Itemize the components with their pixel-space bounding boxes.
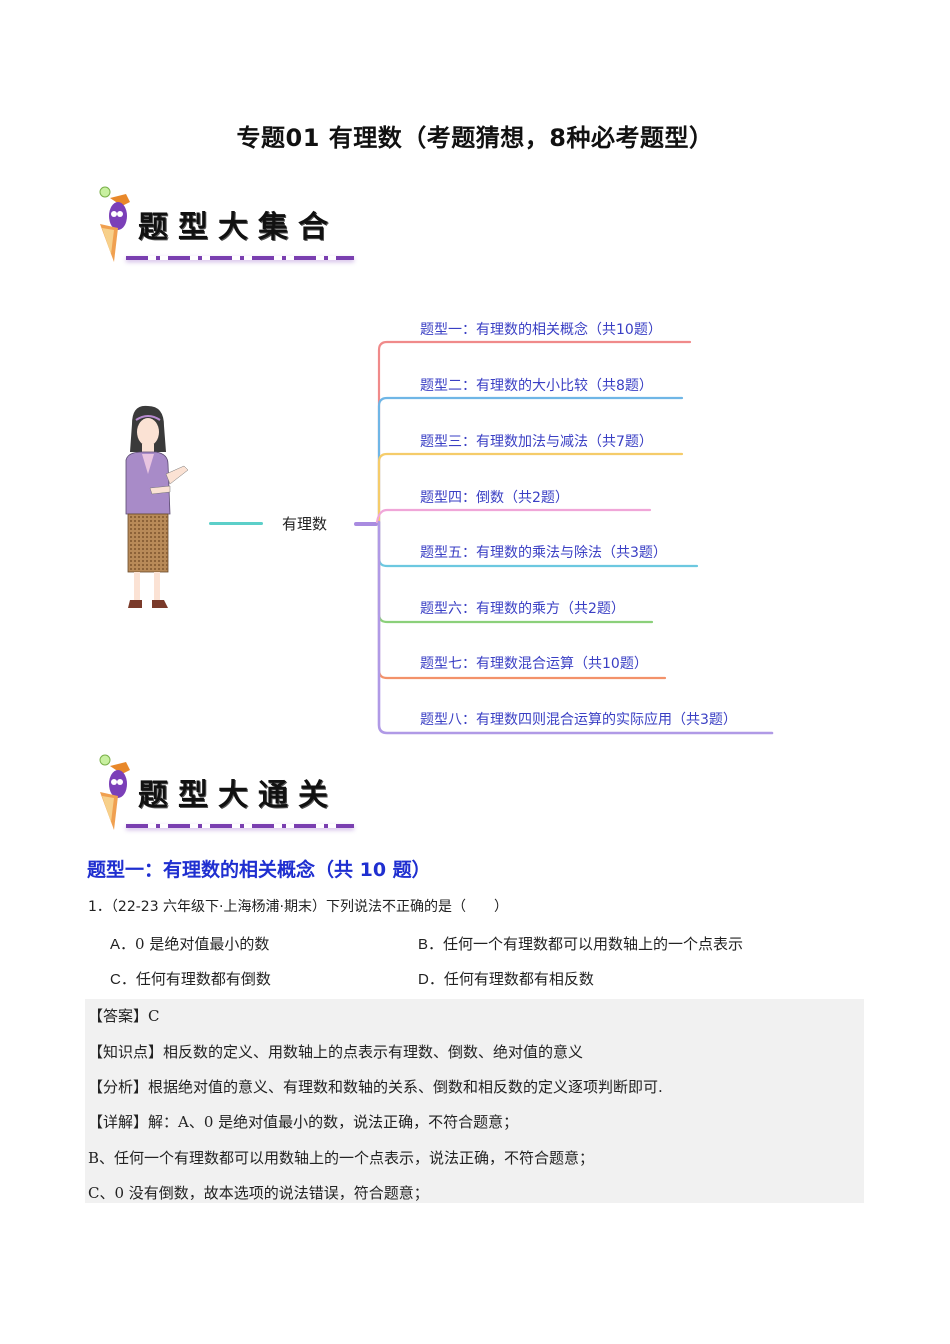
banner-title: 题型大通关 [138, 778, 338, 813]
banner-dashed-underline [126, 256, 354, 260]
answer-line: 【答案】C [88, 1007, 160, 1025]
mindmap-item-type-2: 题型二：有理数的大小比较（共8题） [420, 378, 653, 394]
detail-line-3: C、0 没有倒数，故本选项的说法错误，符合题意； [88, 1184, 429, 1202]
mindmap-item-type-8: 题型八：有理数四则混合运算的实际应用（共3题） [420, 712, 737, 728]
banner-question-types-practice: 题型大通关 [88, 748, 358, 838]
mindmap-item-type-3: 题型三：有理数加法与减法（共7题） [420, 434, 653, 450]
banner-title: 题型大集合 [138, 210, 338, 245]
wizard-pencil-mascot-icon [99, 186, 130, 262]
question-text: 下列说法不正确的是（ ） [325, 899, 508, 915]
page-title: 专题01 有理数（考题猜想，8种必考题型） [236, 124, 714, 152]
banner-question-types-collection: 题型大集合 [88, 180, 358, 270]
root-connector-line [209, 522, 263, 525]
mindmap: 有理数 题型一：有理数的相关概念（共10题） 题型二：有理数的大小比较（共8题）… [0, 300, 950, 750]
banner-dashed-underline [126, 824, 354, 828]
mindmap-branches [375, 340, 774, 735]
question-source: （22-23 六年级下·上海杨浦·期末） [110, 899, 326, 915]
question-number: 1． [88, 899, 111, 915]
mindmap-item-type-5: 题型五：有理数的乘法与除法（共3题） [420, 545, 667, 561]
option-a: A．0 是绝对值最小的数 [110, 935, 270, 953]
root-trunk-stub [354, 522, 378, 526]
knowledge-point-line: 【知识点】相反数的定义、用数轴上的点表示有理数、倒数、绝对值的意义 [88, 1043, 584, 1061]
mindmap-item-type-4: 题型四：倒数（共2题） [420, 490, 569, 506]
wizard-pencil-mascot-icon [99, 754, 130, 830]
analysis-line: 【分析】根据绝对值的意义、有理数和数轴的关系、倒数和相反数的定义逐项判断即可. [88, 1078, 663, 1096]
option-d: D．任何有理数都有相反数 [418, 970, 594, 988]
mindmap-item-type-6: 题型六：有理数的乘方（共2题） [420, 601, 625, 617]
section-heading: 题型一：有理数的相关概念（共 10 题） [87, 859, 431, 881]
mindmap-item-type-7: 题型七：有理数混合运算（共10题） [420, 656, 648, 672]
mindmap-item-type-1: 题型一：有理数的相关概念（共10题） [420, 322, 662, 338]
mindmap-root-label: 有理数 [282, 515, 328, 533]
teacher-illustration [125, 405, 189, 608]
detail-line-2: B、任何一个有理数都可以用数轴上的一个点表示，说法正确，不符合题意； [88, 1149, 595, 1167]
question-stem: 1．（22-23 六年级下·上海杨浦·期末）下列说法不正确的是（ ） [88, 896, 508, 916]
detail-line-1: 【详解】解：A、0 是绝对值最小的数，说法正确，不符合题意； [88, 1113, 519, 1131]
option-c: C．任何有理数都有倒数 [110, 970, 271, 988]
answer-explanation-box [85, 999, 864, 1203]
option-b: B．任何一个有理数都可以用数轴上的一个点表示 [418, 935, 744, 953]
